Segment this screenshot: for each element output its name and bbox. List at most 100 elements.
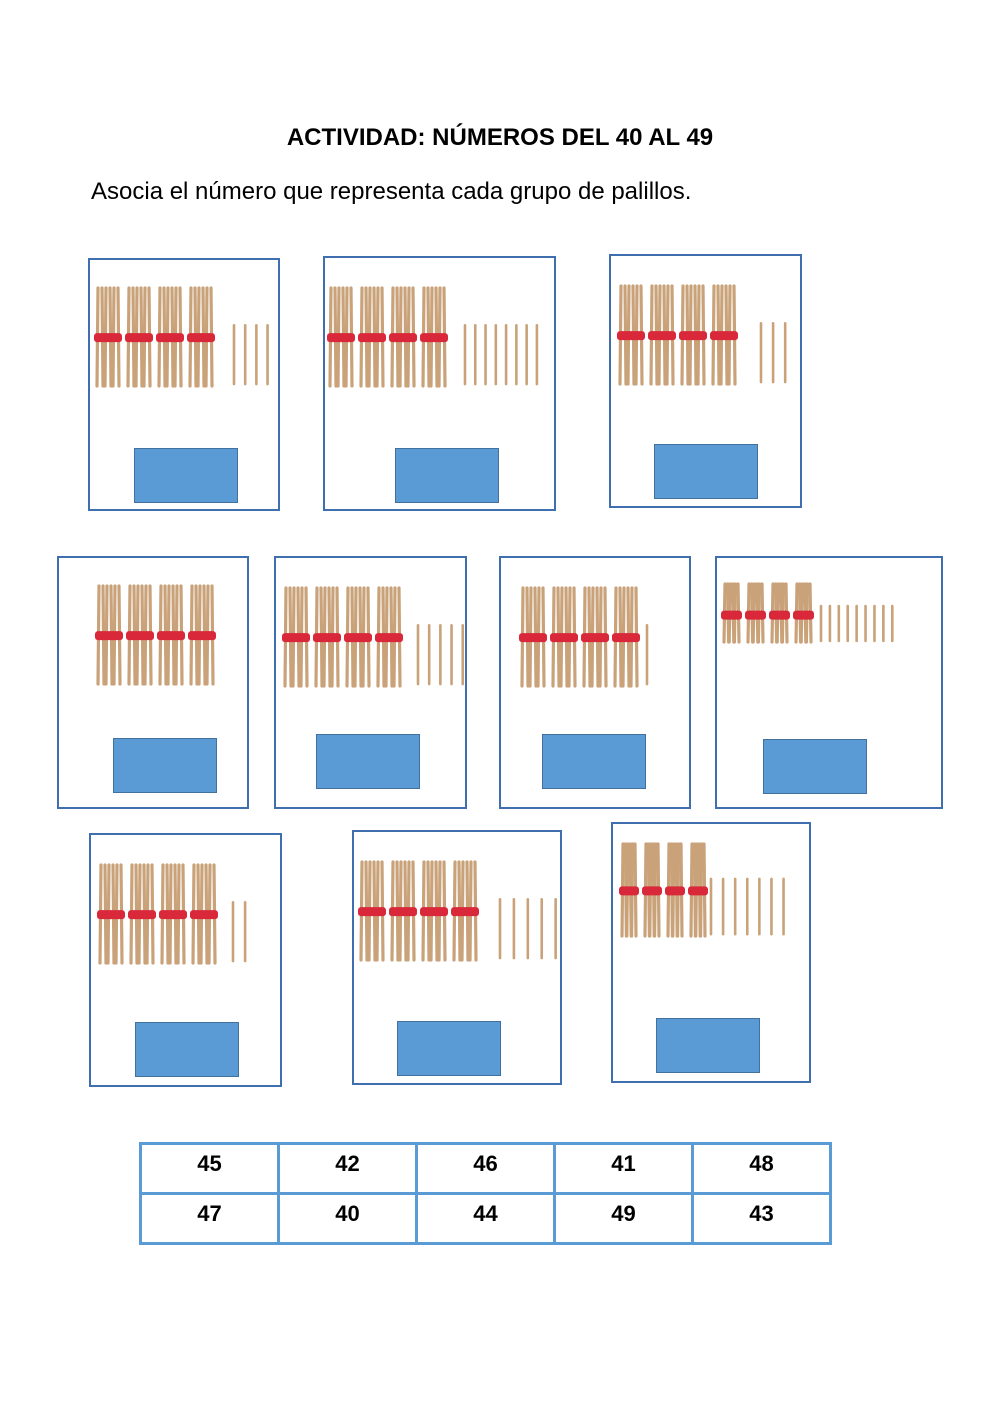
page-title: ACTIVIDAD: NÚMEROS DEL 40 AL 49: [286, 124, 714, 151]
stick-card: [352, 830, 562, 1085]
stick-card: [323, 256, 556, 511]
rubber-band: [519, 633, 547, 643]
stick-bundle: [648, 284, 676, 386]
stick-bundle: [793, 582, 814, 644]
rubber-band: [389, 333, 417, 343]
stick-bundle: [550, 586, 578, 688]
option-cell[interactable]: 48: [691, 1142, 832, 1195]
rubber-band: [688, 886, 708, 896]
sticks-illustration: [282, 586, 465, 688]
stick-bundle: [344, 586, 372, 688]
stick-bundle: [665, 842, 685, 938]
sticks-illustration: [327, 286, 539, 388]
answer-box[interactable]: [395, 448, 499, 503]
rubber-band: [188, 631, 216, 641]
stick-bundle: [190, 863, 218, 965]
option-cell[interactable]: 49: [553, 1192, 694, 1245]
answer-box[interactable]: [397, 1021, 501, 1076]
rubber-band: [95, 631, 123, 641]
rubber-band: [420, 333, 448, 343]
answer-box[interactable]: [654, 444, 758, 499]
answer-box[interactable]: [113, 738, 217, 793]
rubber-band: [187, 333, 215, 343]
rubber-band: [710, 331, 738, 341]
rubber-band: [375, 633, 403, 643]
answer-box[interactable]: [134, 448, 238, 503]
rubber-band: [126, 631, 154, 641]
option-cell[interactable]: 41: [553, 1142, 694, 1195]
answer-box[interactable]: [316, 734, 420, 789]
stick-bundle: [157, 584, 185, 686]
stick-bundle: [420, 860, 448, 962]
stick-bundle: [156, 286, 184, 388]
rubber-band: [769, 610, 790, 620]
stick-bundle: [617, 284, 645, 386]
stick-bundle: [389, 286, 417, 388]
option-cell[interactable]: 42: [277, 1142, 418, 1195]
rubber-band: [344, 633, 372, 643]
rubber-band: [389, 907, 417, 917]
rubber-band: [451, 907, 479, 917]
stick-card: [274, 556, 467, 809]
rubber-band: [721, 610, 742, 620]
option-cell[interactable]: 40: [277, 1192, 418, 1245]
rubber-band: [97, 910, 125, 920]
rubber-band: [125, 333, 153, 343]
stick-bundle: [313, 586, 341, 688]
rubber-band: [282, 633, 310, 643]
rubber-band: [94, 333, 122, 343]
stick-bundle: [282, 586, 310, 688]
answer-box[interactable]: [135, 1022, 239, 1077]
rubber-band: [156, 333, 184, 343]
stick-bundle: [125, 286, 153, 388]
stick-bundle: [187, 286, 215, 388]
rubber-band: [420, 907, 448, 917]
stick-card: [499, 556, 691, 809]
rubber-band: [612, 633, 640, 643]
stick-card: [715, 556, 943, 809]
sticks-illustration: [721, 582, 894, 644]
stick-bundle: [581, 586, 609, 688]
stick-bundle: [769, 582, 790, 644]
option-cell[interactable]: 43: [691, 1192, 832, 1245]
rubber-band: [190, 910, 218, 920]
options-row: 47 40 44 49 43: [139, 1192, 832, 1245]
stick-bundle: [451, 860, 479, 962]
stick-card: [611, 822, 811, 1083]
stick-bundle: [358, 860, 386, 962]
instruction-text: Asocia el número que representa cada gru…: [91, 178, 692, 205]
stick-bundle: [619, 842, 639, 938]
rubber-band: [648, 331, 676, 341]
rubber-band: [159, 910, 187, 920]
number-options-table: 45 42 46 41 48 47 40 44 49 43: [139, 1142, 832, 1245]
stick-card: [88, 258, 280, 511]
rubber-band: [793, 610, 814, 620]
stick-bundle: [642, 842, 662, 938]
sticks-illustration: [619, 842, 785, 938]
sticks-illustration: [95, 584, 216, 686]
rubber-band: [327, 333, 355, 343]
rubber-band: [550, 633, 578, 643]
stick-bundle: [159, 863, 187, 965]
stick-card: [609, 254, 802, 508]
stick-bundle: [745, 582, 766, 644]
stick-bundle: [95, 584, 123, 686]
stick-bundle: [519, 586, 547, 688]
option-cell[interactable]: 47: [139, 1192, 280, 1245]
answer-box[interactable]: [656, 1018, 760, 1073]
answer-box[interactable]: [542, 734, 646, 789]
sticks-illustration: [617, 284, 787, 386]
rubber-band: [745, 610, 766, 620]
sticks-illustration: [519, 586, 649, 688]
stick-bundle: [128, 863, 156, 965]
rubber-band: [358, 333, 386, 343]
option-cell[interactable]: 45: [139, 1142, 280, 1195]
stick-bundle: [188, 584, 216, 686]
option-cell[interactable]: 44: [415, 1192, 556, 1245]
option-cell[interactable]: 46: [415, 1142, 556, 1195]
answer-box[interactable]: [763, 739, 867, 794]
sticks-illustration: [358, 860, 557, 962]
stick-bundle: [358, 286, 386, 388]
rubber-band: [679, 331, 707, 341]
stick-bundle: [389, 860, 417, 962]
